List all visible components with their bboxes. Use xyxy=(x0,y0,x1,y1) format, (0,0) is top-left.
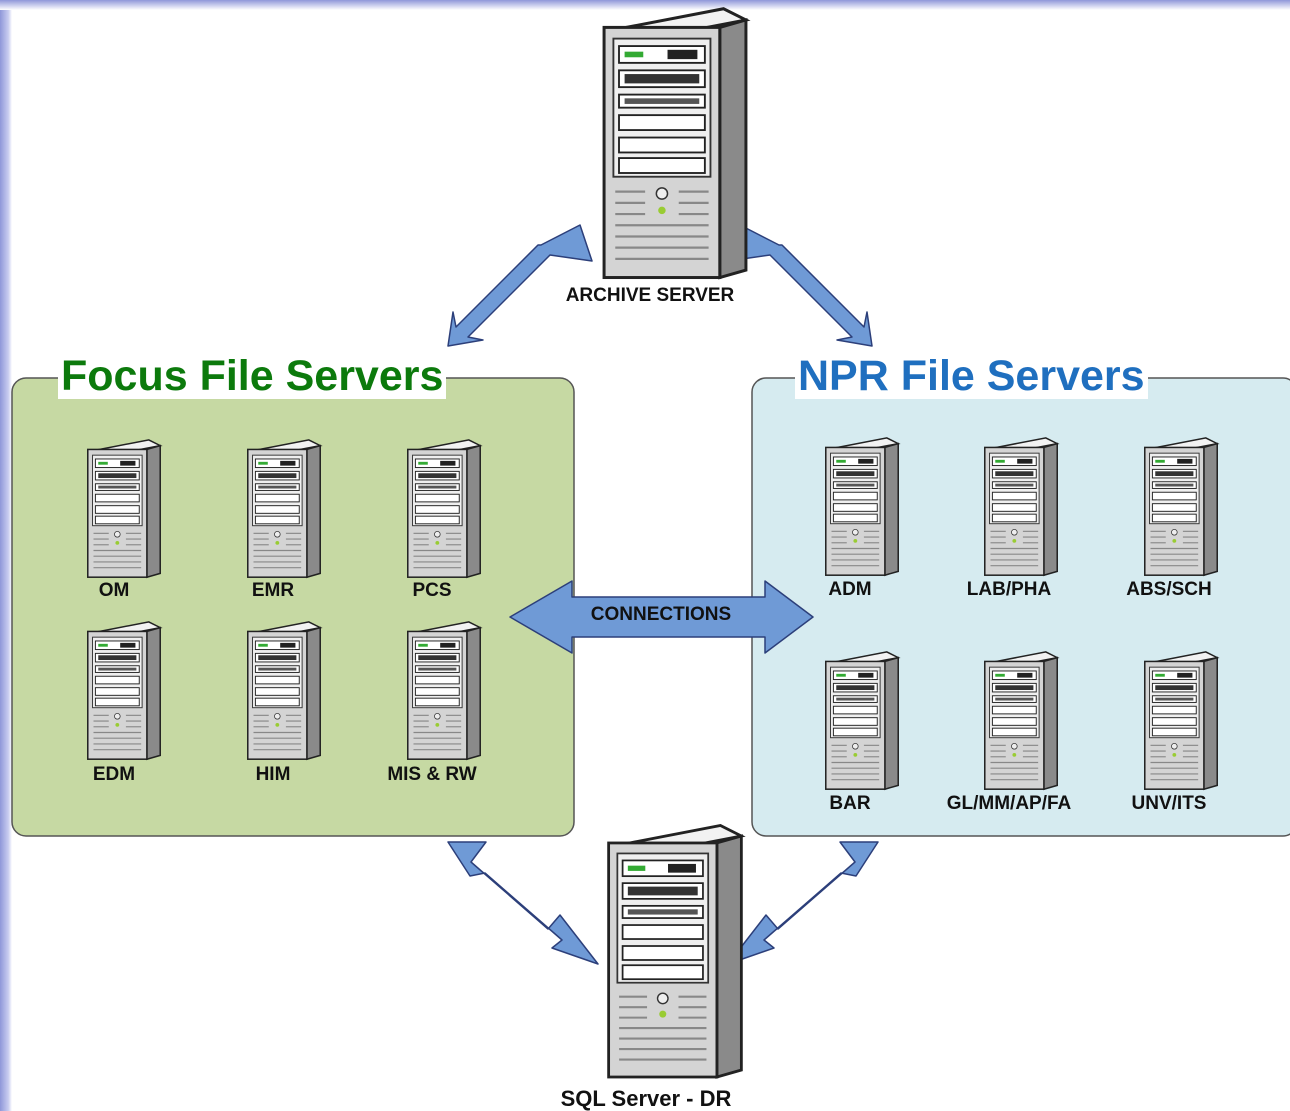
server-pcs-icon xyxy=(406,439,482,579)
arrow-connections xyxy=(509,580,814,654)
arrow-archive-npr xyxy=(727,224,873,347)
server-label-emr: EMR xyxy=(251,580,295,601)
server-him-icon xyxy=(246,621,322,761)
sql-server-icon xyxy=(606,823,744,1079)
server-lab-pha-icon xyxy=(983,437,1059,577)
server-adm-icon xyxy=(824,437,900,577)
npr-group-title: NPR File Servers xyxy=(795,353,1148,399)
server-mis-rw-icon xyxy=(406,621,482,761)
arrow-npr-sql xyxy=(727,841,879,965)
server-unv-its-icon xyxy=(1143,651,1219,791)
server-label-mis-rw: MIS & RW xyxy=(387,764,477,785)
archive-server-icon xyxy=(602,7,748,280)
slide-left-accent-bar xyxy=(0,0,12,1111)
archive-server-label: ARCHIVE SERVER xyxy=(565,285,735,306)
server-label-edm: EDM xyxy=(92,764,136,785)
slide-top-accent-bar xyxy=(0,0,1290,10)
server-label-pcs: PCS xyxy=(412,580,452,601)
arrow-archive-focus xyxy=(447,224,593,347)
server-edm-icon xyxy=(86,621,162,761)
connections-label: CONNECTIONS xyxy=(590,604,732,625)
server-om-icon xyxy=(86,439,162,579)
server-label-lab-pha: LAB/PHA xyxy=(966,579,1052,600)
arrow-focus-sql xyxy=(447,841,599,965)
server-label-gl-mm-ap-fa: GL/MM/AP/FA xyxy=(946,793,1072,814)
server-label-adm: ADM xyxy=(828,579,872,600)
server-gl-mm-ap-fa-icon xyxy=(983,651,1059,791)
server-label-him: HIM xyxy=(255,764,291,785)
sql-server-label: SQL Server - DR xyxy=(560,1086,732,1111)
server-label-om: OM xyxy=(98,580,130,601)
server-emr-icon xyxy=(246,439,322,579)
focus-group-title: Focus File Servers xyxy=(58,353,447,399)
server-abs-sch-icon xyxy=(1143,437,1219,577)
server-label-unv-its: UNV/ITS xyxy=(1131,793,1207,814)
server-label-bar: BAR xyxy=(829,793,871,814)
server-bar-icon xyxy=(824,651,900,791)
server-label-abs-sch: ABS/SCH xyxy=(1126,579,1212,600)
